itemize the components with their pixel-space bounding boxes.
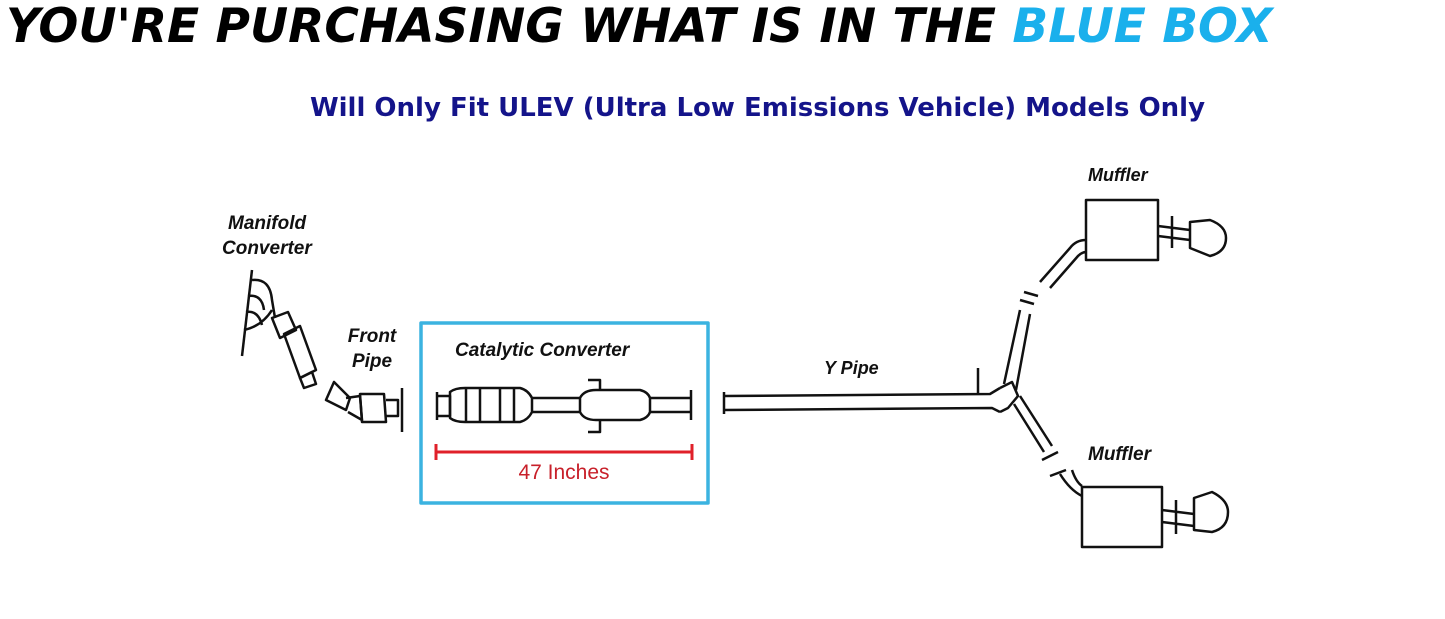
catalytic-converter-label: Catalytic Converter (455, 340, 630, 361)
headline-black: YOU'RE PURCHASING WHAT IS IN THE (6, 0, 997, 54)
manifold-label-line1: Manifold (228, 213, 307, 234)
front-pipe-label-line1: Front (347, 326, 397, 347)
lower-muffler-label: Muffler (1088, 444, 1151, 465)
blue-highlight-box (419, 321, 710, 505)
measurement-line (434, 444, 694, 460)
headline-blue: BLUE BOX (1012, 0, 1273, 54)
manifold-converter-drawing (240, 269, 318, 390)
headline: YOU'RE PURCHASING WHAT IS IN THE BLUE BO… (6, 2, 1441, 52)
lower-muffler-drawing (1049, 468, 1230, 549)
fitment-subtitle: Will Only Fit ULEV (Ultra Low Emissions … (309, 93, 1206, 123)
catalytic-converter-drawing (435, 378, 693, 434)
front-pipe-drawing (324, 380, 404, 432)
y-pipe-drawing (722, 290, 1059, 462)
upper-muffler-label: Muffler (1088, 165, 1148, 185)
y-pipe-label: Y Pipe (824, 358, 879, 378)
upper-muffler-drawing (1039, 198, 1228, 289)
manifold-label-line2: Converter (222, 238, 312, 259)
measurement-label: 47 Inches (518, 461, 610, 484)
front-pipe-label-line2: Pipe (351, 351, 393, 372)
